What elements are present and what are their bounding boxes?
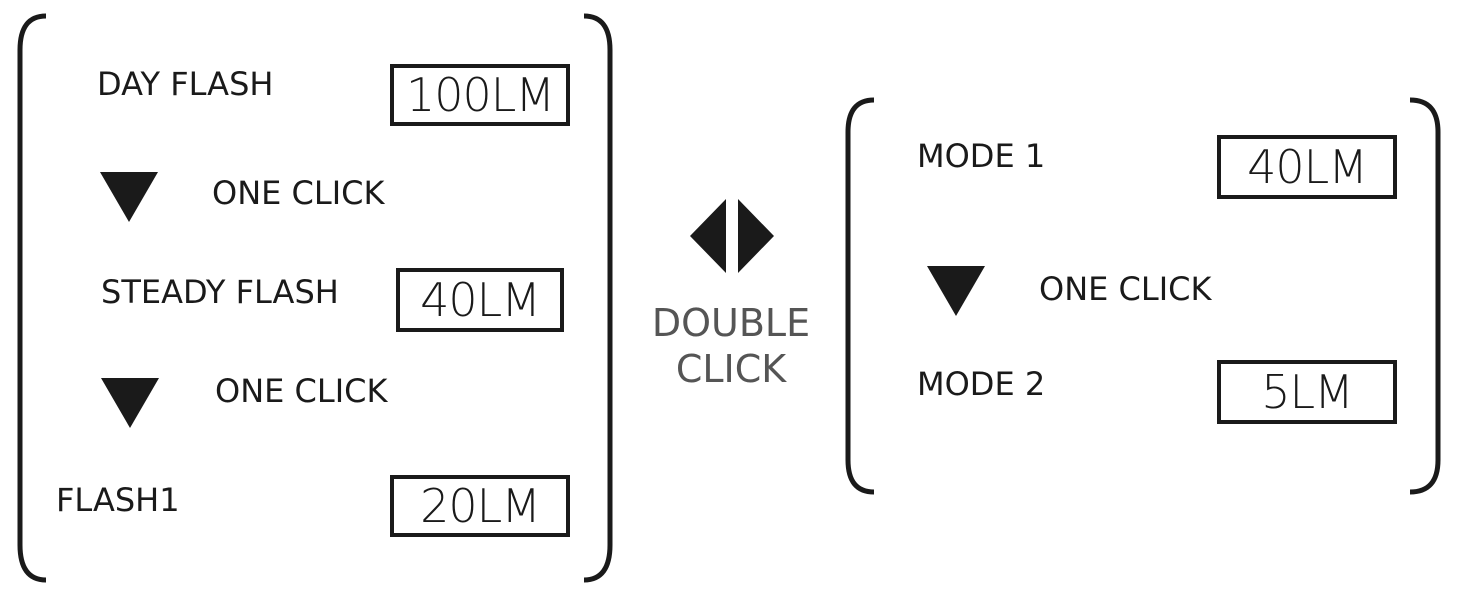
down-arrow-icon (927, 266, 985, 316)
down-arrow-icon (100, 172, 158, 222)
left-item-3-name: FLASH1 (56, 481, 180, 519)
left-transition-2-label: ONE CLICK (215, 372, 388, 410)
left-transition-1-label: ONE CLICK (212, 174, 385, 212)
right-item-1-name: MODE 1 (917, 137, 1046, 175)
right-item-2-lumens-box: 5LM (1217, 360, 1397, 424)
double-click-line1: DOUBLE (651, 301, 811, 345)
right-transition-1-label: ONE CLICK (1039, 270, 1212, 308)
left-item-2-lumens-box: 40LM (396, 268, 564, 332)
right-item-2-name: MODE 2 (917, 365, 1046, 403)
right-item-1-lumens-box: 40LM (1217, 135, 1397, 199)
right-group-close-bracket (1409, 97, 1441, 495)
right-group-open-bracket (845, 97, 875, 495)
left-item-1-lumens-box: 100LM (390, 64, 570, 126)
down-arrow-icon (101, 378, 159, 428)
left-group-open-bracket (17, 13, 47, 583)
left-item-3-lumens-box: 20LM (390, 475, 570, 537)
double-arrow-icon (690, 199, 774, 273)
left-group-close-bracket (583, 13, 613, 583)
left-item-2-name: STEADY FLASH (101, 273, 339, 311)
left-item-1-name: DAY FLASH (97, 65, 274, 103)
double-click-line2: CLICK (675, 347, 787, 391)
